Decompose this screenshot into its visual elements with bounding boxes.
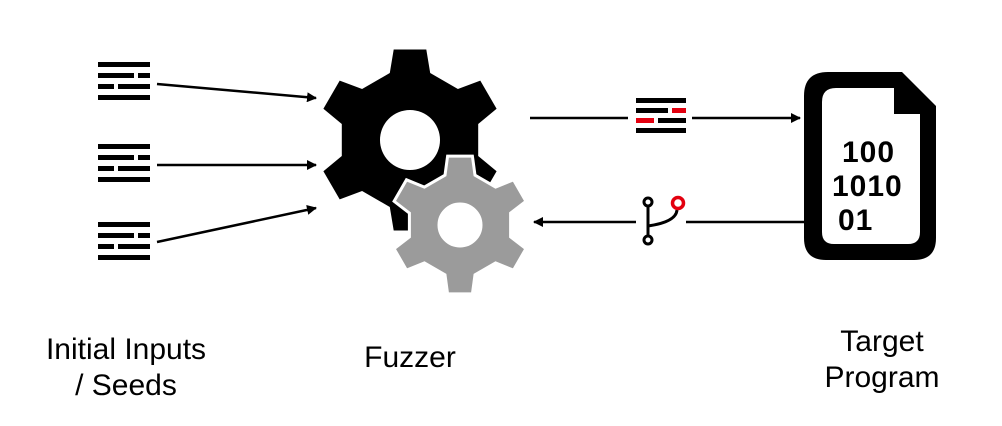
secondary-gear-icon — [392, 154, 528, 296]
binary-row: 100 — [842, 136, 895, 169]
target-label-line2: Program — [824, 361, 940, 394]
seeds-label: Initial Inputs / Seeds — [20, 332, 232, 404]
binary-document-icon: 100 1010 01 — [804, 72, 936, 260]
seed-arrow-1 — [156, 82, 317, 103]
seed-icon-2 — [98, 144, 150, 182]
target-label: Target Program — [792, 324, 972, 396]
seeds-label-line1: Initial Inputs — [45, 333, 207, 366]
target-label-line1: Target — [840, 325, 924, 358]
seed-icon-1 — [98, 62, 150, 100]
fuzzer-label: Fuzzer — [330, 340, 490, 376]
branch-icon — [642, 195, 686, 246]
binary-row: 01 — [838, 204, 873, 237]
seed-icon-3 — [98, 222, 150, 260]
mutated-input-icon — [636, 98, 686, 133]
fuzzer-label-text: Fuzzer — [364, 341, 456, 374]
binary-row: 1010 — [832, 170, 903, 203]
seeds-label-line2: / Seeds — [75, 369, 177, 402]
seed-arrow-3 — [156, 204, 317, 244]
